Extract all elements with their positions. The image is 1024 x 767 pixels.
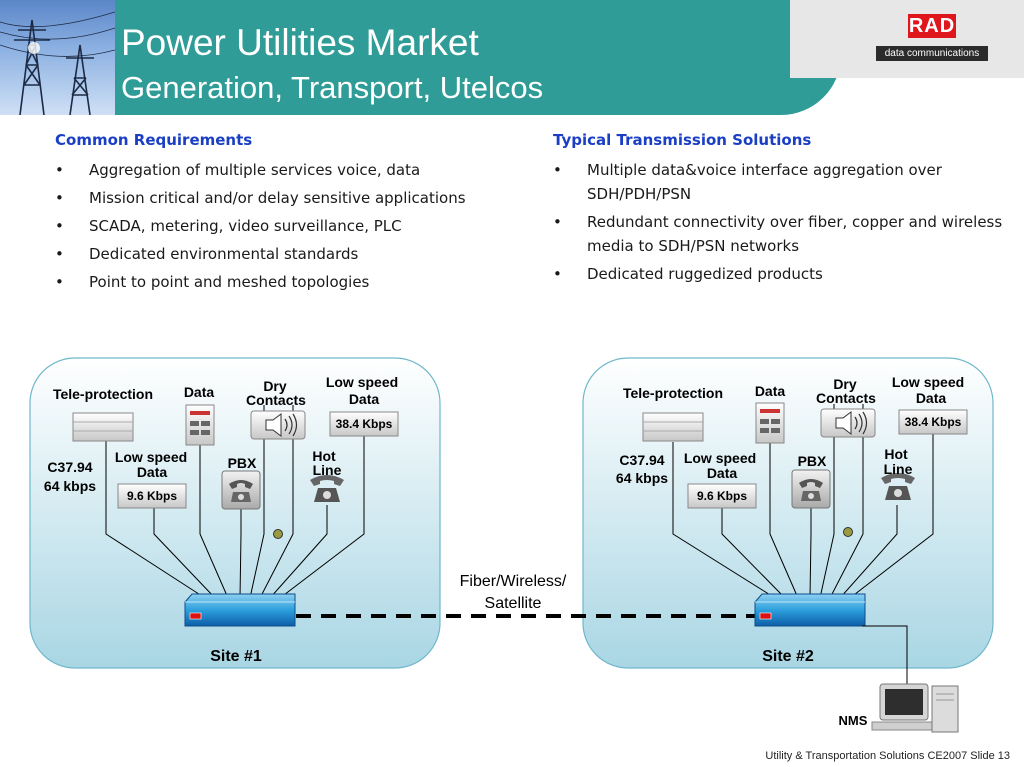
teleprotection-label-1: Tele-protection: [53, 386, 153, 402]
transmission-solutions-list: Multiple data&voice interface aggregatio…: [553, 158, 1013, 286]
rate-9k-label-2: 9.6 Kbps: [697, 489, 747, 503]
rad-device-site-2: [754, 593, 866, 627]
nms-link: [862, 625, 908, 688]
lsd-low-label-2a: Low speed: [684, 450, 756, 466]
list-item: Dedicated environmental standards: [55, 242, 495, 266]
teleprotection-device-1: [72, 412, 134, 442]
transmission-solutions-heading: Typical Transmission Solutions: [553, 131, 812, 149]
site-2-label: Site #2: [762, 648, 814, 665]
power-tower-photo: [0, 0, 115, 115]
list-item: Redundant connectivity over fiber, coppe…: [553, 210, 1013, 258]
rad-logo-subtext: data communications: [876, 46, 988, 61]
common-requirements: Common Requirements Aggregation of multi…: [55, 131, 495, 298]
data-device-1: [185, 404, 215, 446]
dry-contacts-label-1b: Contacts: [246, 392, 306, 408]
rate-9k-label-1: 9.6 Kbps: [127, 489, 177, 503]
slide-footer: Utility & Transportation Solutions CE200…: [765, 750, 1010, 762]
list-item: Mission critical and/or delay sensitive …: [55, 186, 495, 210]
rate-box-9k-1: [117, 483, 187, 509]
site-1-label: Site #1: [210, 648, 262, 665]
data-label-1: Data: [184, 384, 215, 400]
pbx-label-1: PBX: [228, 455, 257, 471]
teleprotection-label-2: Tele-protection: [623, 385, 723, 401]
rad-device-site-1: [184, 593, 296, 627]
lsd-low-label-1a: Low speed: [115, 449, 187, 465]
dry-contacts-label-1a: Dry: [263, 378, 287, 394]
dry-contact-junction-2: [843, 527, 853, 537]
power-tower-icon: [0, 11, 115, 115]
common-requirements-list: Aggregation of multiple services voice, …: [55, 158, 495, 294]
lsd-top-label-2a: Low speed: [892, 374, 964, 390]
network-diagram: Fiber/Wireless/ Satellite Tele-protectio…: [29, 357, 994, 733]
c3794-rate-label-2: 64 kbps: [616, 470, 668, 486]
hot-line-label-2a: Hot: [884, 446, 908, 462]
rate-box-38k-2: [898, 409, 968, 435]
pbx-phone-icon-1: [221, 470, 261, 510]
pbx-label-2: PBX: [798, 453, 827, 469]
hot-line-label-1b: Line: [313, 462, 342, 478]
data-device-2: [755, 402, 785, 444]
rate-box-38k-1: [329, 411, 399, 437]
list-item: SCADA, metering, video surveillance, PLC: [55, 214, 495, 238]
lsd-top-label-2b: Data: [916, 390, 947, 406]
link-label-line2: Satellite: [485, 595, 542, 612]
logo-area: [790, 0, 1024, 78]
rate-38k-label-1: 38.4 Kbps: [336, 417, 393, 431]
c3794-label-1: C37.94: [47, 459, 92, 475]
site-1-links: [105, 405, 365, 599]
hot-line-label-1a: Hot: [312, 448, 336, 464]
rad-logo: RAD: [908, 14, 956, 38]
rate-38k-label-2: 38.4 Kbps: [905, 415, 962, 429]
dry-contacts-label-2b: Contacts: [816, 390, 876, 406]
c3794-label-2: C37.94: [619, 452, 664, 468]
rate-box-9k-2: [687, 483, 757, 509]
title-band: [115, 0, 841, 115]
pbx-phone-icon-2: [791, 469, 831, 509]
list-item: Dedicated ruggedized products: [553, 262, 1013, 286]
list-item: Aggregation of multiple services voice, …: [55, 158, 495, 182]
link-label-line1: Fiber/Wireless/: [460, 573, 567, 590]
hot-line-label-2b: Line: [884, 461, 913, 477]
transmission-solutions: Typical Transmission Solutions Multiple …: [553, 131, 1013, 290]
dry-contacts-speaker-icon-2: [820, 408, 876, 438]
nms-computer-icon: [871, 683, 959, 733]
dry-contacts-label-2a: Dry: [833, 376, 857, 392]
c3794-rate-label-1: 64 kbps: [44, 478, 96, 494]
list-item: Point to point and meshed topologies: [55, 270, 495, 294]
slide-title: Power Utilities Market: [121, 22, 479, 63]
lsd-top-label-1a: Low speed: [326, 374, 398, 390]
site-2-links: [672, 404, 934, 599]
data-label-2: Data: [755, 383, 786, 399]
dry-contacts-speaker-icon-1: [250, 410, 306, 440]
list-item: Multiple data&voice interface aggregatio…: [553, 158, 1013, 206]
lsd-low-label-2b: Data: [707, 465, 738, 481]
lsd-low-label-1b: Data: [137, 464, 168, 480]
teleprotection-device-2: [642, 412, 704, 442]
lsd-top-label-1b: Data: [349, 391, 380, 407]
dry-contact-junction-1: [273, 529, 283, 539]
slide-header: Power Utilities Market Generation, Trans…: [0, 0, 1024, 115]
common-requirements-heading: Common Requirements: [55, 131, 253, 149]
nms-label: NMS: [839, 713, 868, 728]
slide-subtitle: Generation, Transport, Utelcos: [121, 70, 544, 105]
